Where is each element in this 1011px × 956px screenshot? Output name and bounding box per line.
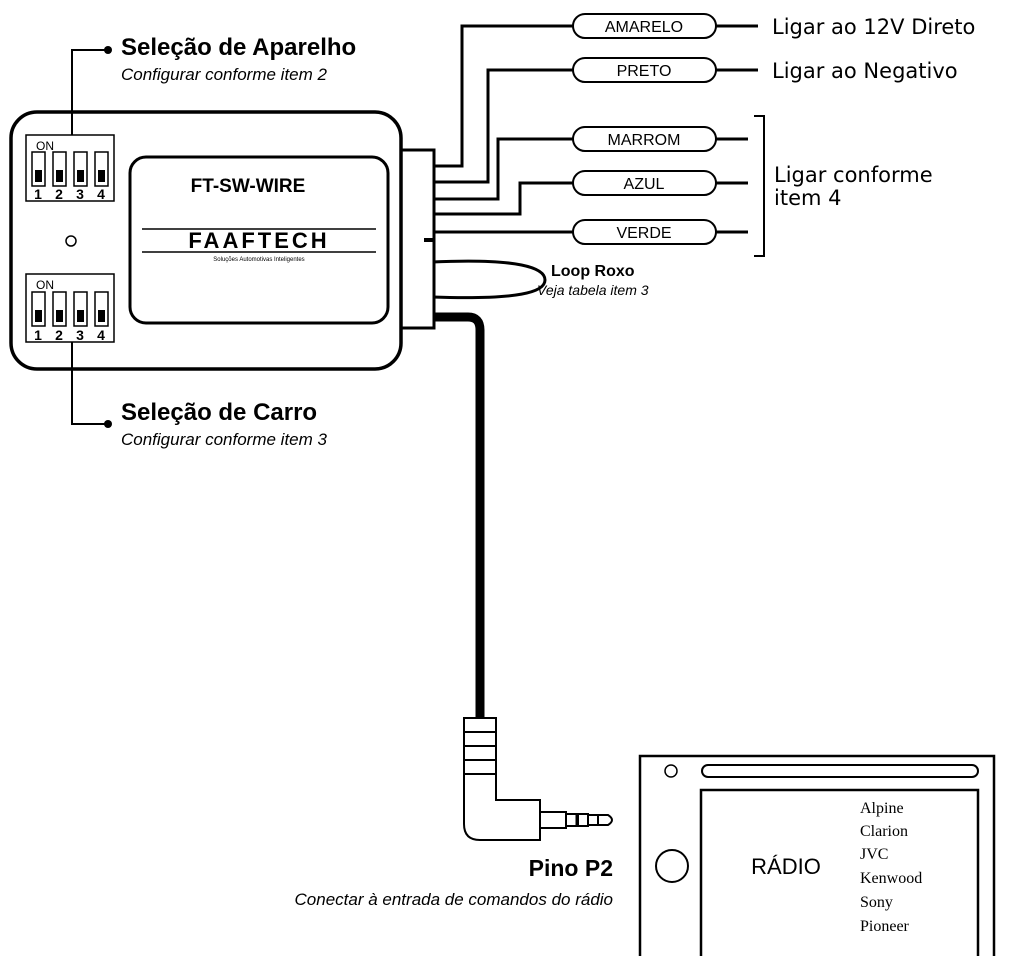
wire-pill-amarelo: AMARELO <box>572 13 717 39</box>
dip-bottom-subheading: Configurar conforme item 3 <box>121 430 328 449</box>
dip-top-heading: Seleção de Aparelho <box>121 34 356 61</box>
loop-roxo-wire <box>431 259 547 300</box>
leader-dip-top <box>71 49 107 135</box>
radio-knob <box>655 849 689 883</box>
group-note-line2: item 4 <box>774 186 841 210</box>
p2-cable <box>432 312 485 720</box>
dip-bottom-num-2: 2 <box>55 327 63 343</box>
dip-top-num-1: 1 <box>34 186 42 202</box>
wire-label-verde: VERDE <box>616 225 671 242</box>
wire-label-amarelo: AMARELO <box>605 19 683 36</box>
loop-subtitle: Veja tabela item 3 <box>537 282 649 298</box>
radio-brand-1: Alpine <box>860 800 904 817</box>
radio-brand-4: Kenwood <box>860 870 922 887</box>
dip-bottom-num-1: 1 <box>34 327 42 343</box>
leader-dip-bottom-dot <box>104 420 112 428</box>
radio-brand-5: Sony <box>860 894 893 911</box>
dip-top-subheading: Configurar conforme item 2 <box>121 65 328 84</box>
wire-marrom <box>432 137 573 201</box>
device-model: FT-SW-WIRE <box>191 176 306 197</box>
wire-azul <box>432 181 573 216</box>
dip-top-num-4: 4 <box>97 186 105 202</box>
loop-title: Loop Roxo <box>551 263 635 280</box>
wire-pill-marrom: MARROM <box>572 126 717 152</box>
wire-harness <box>431 24 758 300</box>
radio-unit <box>638 754 996 956</box>
wire-label-preto: PRETO <box>617 63 672 80</box>
dip-switch-bottom[interactable]: ON 1 2 3 4 <box>25 273 115 343</box>
wire-amarelo <box>432 24 573 168</box>
device-side-mark <box>424 238 435 242</box>
dip-top-num-2: 2 <box>55 186 63 202</box>
dip-top-switches <box>31 151 109 187</box>
wire-note-preto: Ligar ao Negativo <box>772 59 958 83</box>
radio-slot <box>701 764 979 778</box>
dip-bottom-num-3: 3 <box>76 327 84 343</box>
dip-bottom-switches <box>31 291 109 327</box>
dip-switch-top[interactable]: ON 1 2 3 4 <box>25 134 115 202</box>
p2-plug <box>463 717 613 841</box>
leader-dip-bottom <box>71 342 107 425</box>
device-label-panel <box>128 155 390 325</box>
wire-pill-preto: PRETO <box>572 57 717 83</box>
brand-logo: FAAFTECH Soluções Automotivas Inteligent… <box>142 228 376 263</box>
dip-top-on-label: ON <box>36 139 54 153</box>
brand-tagline: Soluções Automotivas Inteligentes <box>213 257 304 263</box>
dip-top-num-3: 3 <box>76 186 84 202</box>
plug-title: Pino P2 <box>529 855 613 881</box>
wire-label-marrom: MARROM <box>608 132 681 149</box>
wire-group-bracket <box>754 115 765 257</box>
device-led <box>65 235 77 247</box>
dip-bottom-heading: Seleção de Carro <box>121 399 317 426</box>
wire-pill-azul: AZUL <box>572 170 717 196</box>
wire-note-amarelo: Ligar ao 12V Direto <box>772 15 975 39</box>
radio-brand-3: JVC <box>860 846 888 863</box>
radio-brand-2: Clarion <box>860 823 908 840</box>
radio-indicator <box>664 764 678 778</box>
radio-label: RÁDIO <box>751 854 821 879</box>
brand-name: FAAFTECH <box>188 228 329 253</box>
wire-label-azul: AZUL <box>624 176 665 193</box>
dip-bottom-num-4: 4 <box>97 327 105 343</box>
dip-bottom-on-label: ON <box>36 278 54 292</box>
group-note-line1: Ligar conforme <box>774 163 933 187</box>
wire-pill-verde: VERDE <box>572 219 717 245</box>
leader-dip-top-dot <box>104 46 112 54</box>
wire-preto <box>432 68 573 184</box>
plug-subtitle: Conectar à entrada de comandos do rádio <box>295 890 613 909</box>
callout-leaders <box>71 49 107 425</box>
radio-screen <box>699 788 980 956</box>
radio-brand-6: Pioneer <box>860 918 910 935</box>
